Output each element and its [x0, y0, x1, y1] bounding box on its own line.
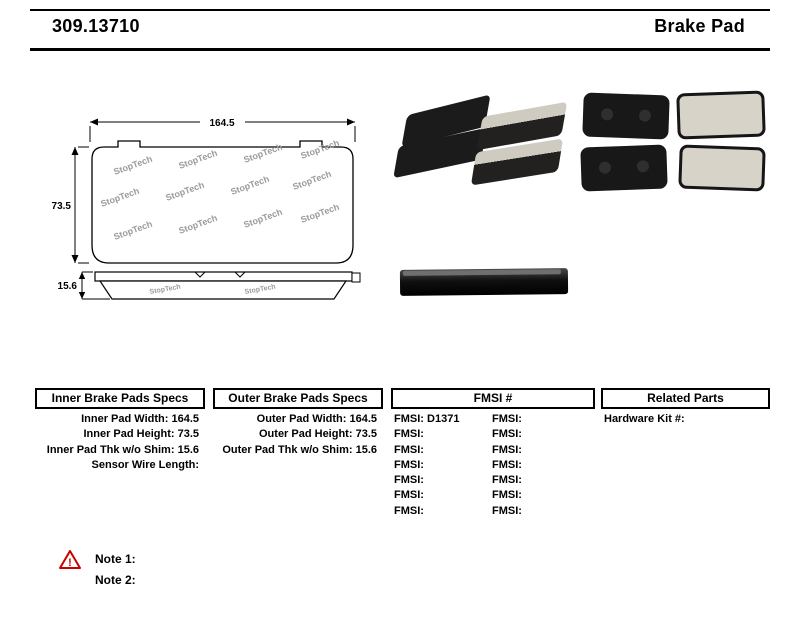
thickness-dimension-label: 15.6: [58, 281, 78, 292]
fmsi-label: FMSI:: [394, 413, 424, 425]
fmsi-row: FMSI:: [492, 504, 588, 519]
spec-row: Outer Pad Width: 164.5: [213, 412, 377, 427]
note-1-label: Note 1:: [95, 552, 136, 566]
height-dimension-label: 73.5: [52, 201, 72, 212]
arrowhead: [347, 118, 355, 126]
inner-specs-column: Inner Pad Width: 164.5 Inner Pad Height:…: [35, 412, 199, 473]
spec-label: Outer Pad Height:: [259, 428, 353, 441]
plate-hole: [600, 108, 614, 121]
height-dimension: [74, 146, 89, 264]
pad-side-outline: [94, 271, 361, 300]
spec-label: Inner Pad Width:: [81, 413, 169, 425]
spec-row: Sensor Wire Length:: [35, 458, 199, 473]
part-number: 309.13710: [52, 16, 140, 36]
fmsi-label: FMSI:: [394, 474, 424, 487]
fmsi-row: FMSI:: [394, 458, 490, 473]
spec-row: Inner Pad Thk w/o Shim: 15.6: [35, 443, 199, 458]
fmsi-row: FMSI:: [492, 427, 588, 442]
spec-row: Hardware Kit #:: [604, 412, 768, 427]
fmsi-row: FMSI:: [492, 458, 588, 473]
spec-row: Outer Pad Thk w/o Shim: 15.6: [213, 443, 377, 458]
warning-glyph: !: [68, 557, 72, 569]
fmsi-label: FMSI:: [394, 489, 424, 502]
related-parts-column: Hardware Kit #:: [604, 412, 768, 427]
spec-label: Outer Pad Thk w/o Shim:: [222, 443, 353, 456]
fmsi-row: FMSI:: [492, 473, 588, 488]
fmsi-row: FMSI:: [492, 412, 588, 427]
fmsi-label: FMSI:: [492, 413, 522, 425]
fmsi-left-column: FMSI: D1371 FMSI: FMSI: FMSI: FMSI: FMSI…: [394, 412, 490, 519]
photo-pad-side-profile: [399, 264, 569, 302]
width-dimension-label: 164.5: [209, 118, 234, 129]
pad-side-photo: [399, 268, 569, 296]
fmsi-value: D1371: [427, 413, 460, 425]
spec-value: 15.6: [177, 443, 199, 456]
inner-specs-header: Inner Brake Pads Specs: [35, 388, 205, 409]
warning-triangle-icon: !: [59, 550, 81, 569]
note-2-label: Note 2:: [95, 573, 136, 587]
photo-pads-flat: [577, 90, 769, 194]
fmsi-label: FMSI:: [492, 474, 522, 487]
fmsi-row: FMSI:: [394, 504, 490, 519]
fmsi-row: FMSI:: [394, 473, 490, 488]
spec-label: Sensor Wire Length:: [91, 458, 199, 471]
backing-plate-photo: [580, 144, 668, 192]
arrowhead: [78, 292, 86, 299]
fmsi-label: FMSI:: [394, 504, 424, 517]
backing-plate-photo: [582, 92, 670, 140]
friction-pad-photo: [678, 144, 766, 192]
fmsi-right-column: FMSI: FMSI: FMSI: FMSI: FMSI: FMSI: FMSI…: [492, 412, 588, 519]
fmsi-label: FMSI:: [394, 428, 424, 441]
fmsi-row: FMSI:: [394, 427, 490, 442]
fmsi-label: FMSI:: [492, 443, 522, 456]
header-bottom-rule: [30, 48, 770, 51]
arrowhead: [71, 255, 79, 263]
fmsi-row: FMSI:: [492, 488, 588, 503]
product-type-title: Brake Pad: [654, 16, 745, 36]
pad-shim-highlight: [402, 269, 561, 276]
friction-pad-photo: [676, 90, 766, 140]
header-top-rule: [30, 9, 770, 11]
fmsi-row: FMSI:: [394, 488, 490, 503]
plate-hole: [638, 109, 652, 122]
fmsi-row: FMSI: D1371: [394, 412, 490, 427]
arrowhead: [90, 118, 98, 126]
spec-value: 73.5: [177, 428, 199, 441]
dim-label-bg: [44, 199, 72, 212]
spec-value: 164.5: [349, 413, 377, 425]
fmsi-label: FMSI:: [492, 489, 522, 502]
arrowhead: [71, 147, 79, 155]
related-parts-header: Related Parts: [601, 388, 770, 409]
spec-label: Outer Pad Width:: [256, 413, 347, 425]
spec-label: Inner Pad Thk w/o Shim:: [46, 443, 175, 456]
plate-hole: [636, 160, 650, 173]
dim-label-bg: [200, 115, 245, 128]
spec-row: Inner Pad Height: 73.5: [35, 427, 199, 442]
spec-value: 73.5: [355, 428, 377, 441]
fmsi-label: FMSI:: [492, 458, 522, 471]
fmsi-label: FMSI:: [394, 443, 424, 456]
spec-value: 164.5: [171, 413, 199, 425]
fmsi-label: FMSI:: [492, 428, 522, 441]
photo-pads-angled: [393, 94, 571, 190]
spec-row: Outer Pad Height: 73.5: [213, 427, 377, 442]
fmsi-label: FMSI:: [394, 458, 424, 471]
arrowhead: [78, 272, 86, 279]
outer-specs-header: Outer Brake Pads Specs: [213, 388, 383, 409]
spec-row: Inner Pad Width: 164.5: [35, 412, 199, 427]
fmsi-label: FMSI:: [492, 504, 522, 517]
fmsi-row: FMSI:: [394, 443, 490, 458]
fmsi-header: FMSI #: [391, 388, 595, 409]
spec-value: 15.6: [355, 443, 377, 456]
fmsi-row: FMSI:: [492, 443, 588, 458]
technical-drawing: StopTech StopTech StopTech StopTech Stop…: [44, 115, 361, 300]
spec-label: Inner Pad Height:: [83, 428, 175, 441]
spec-label: Hardware Kit #:: [604, 413, 685, 425]
pad-front-outline: [91, 140, 354, 264]
plate-hole: [598, 161, 612, 174]
outer-specs-column: Outer Pad Width: 164.5 Outer Pad Height:…: [213, 412, 377, 458]
